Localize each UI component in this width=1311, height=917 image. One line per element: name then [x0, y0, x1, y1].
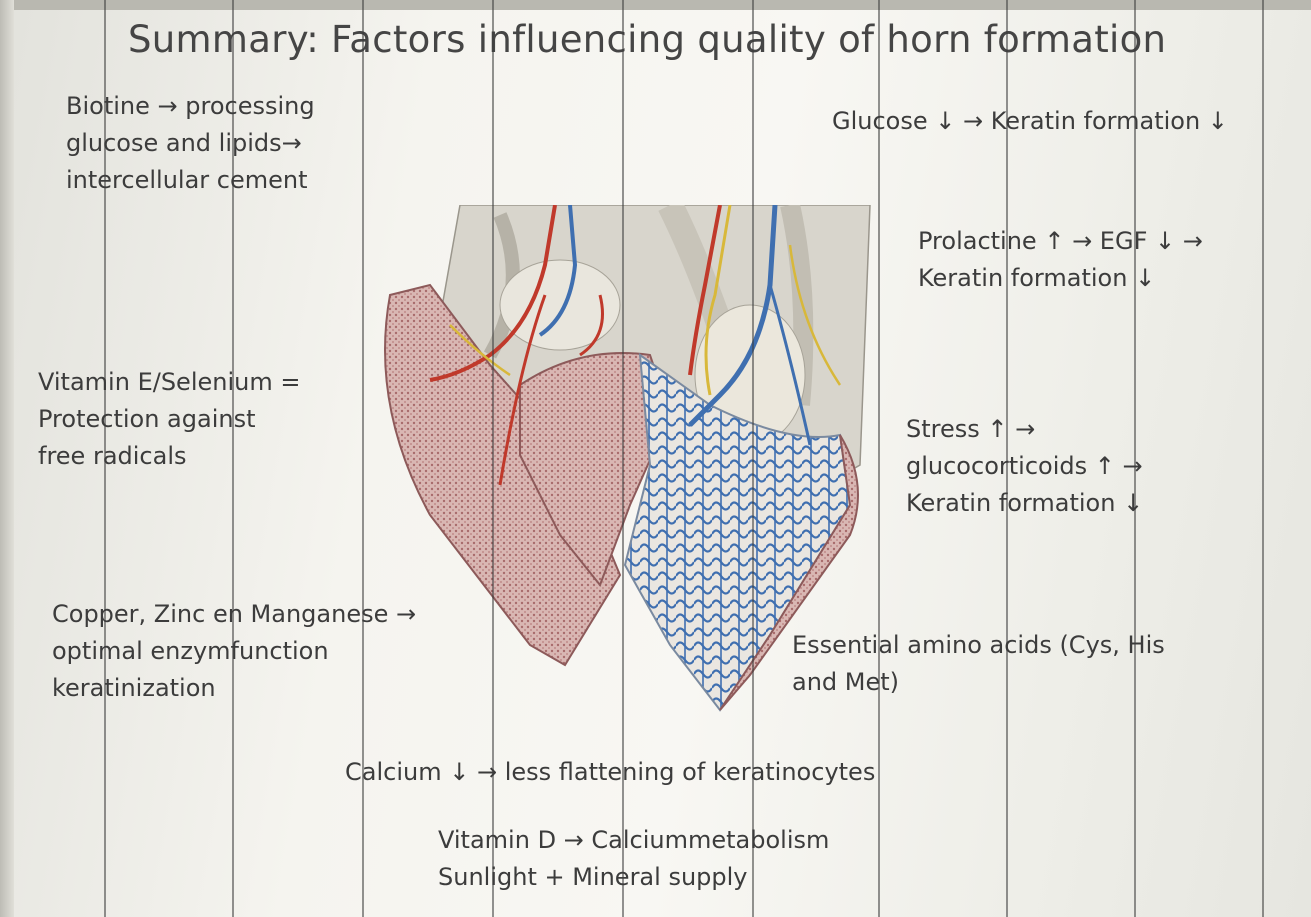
vitamin-e-note: Vitamin E/Selenium = Protection against … [38, 364, 300, 475]
blind-line [1262, 0, 1264, 917]
blind-line [622, 0, 624, 917]
vitamin-d-line-2: Sunlight + Mineral supply [438, 859, 829, 896]
blind-line [492, 0, 494, 917]
stress-line-1: Stress ↑ → [906, 411, 1143, 448]
calcium-line-1: Calcium ↓ → less flattening of keratinoc… [345, 754, 875, 791]
page-title: Summary: Factors influencing quality of … [128, 18, 1208, 61]
projector-left-shadow [0, 0, 14, 917]
prolactine-line-2: Keratin formation ↓ [918, 260, 1203, 297]
blind-line [104, 0, 106, 917]
vitamin-d-note: Vitamin D → Calciummetabolism Sunlight +… [438, 822, 829, 896]
amino-line-1: Essential amino acids (Cys, His [792, 627, 1165, 664]
prolactine-note: Prolactine ↑ → EGF ↓ → Keratin formation… [918, 223, 1203, 297]
blind-line [232, 0, 234, 917]
blind-line [1006, 0, 1008, 917]
glucose-note: Glucose ↓ → Keratin formation ↓ [832, 103, 1228, 140]
stress-line-3: Keratin formation ↓ [906, 485, 1143, 522]
blind-line [752, 0, 754, 917]
blind-line [878, 0, 880, 917]
blind-line [362, 0, 364, 917]
amino-line-2: and Met) [792, 664, 1165, 701]
vitamin-d-line-1: Vitamin D → Calciummetabolism [438, 822, 829, 859]
glucose-line-1: Glucose ↓ → Keratin formation ↓ [832, 103, 1228, 140]
prolactine-line-1: Prolactine ↑ → EGF ↓ → [918, 223, 1203, 260]
blind-line [1134, 0, 1136, 917]
projector-top-shadow [0, 0, 1311, 10]
vitamin-e-line-2: Protection against [38, 401, 300, 438]
vitamin-e-line-3: free radicals [38, 438, 300, 475]
calcium-note: Calcium ↓ → less flattening of keratinoc… [345, 754, 875, 791]
vitamin-e-line-1: Vitamin E/Selenium = [38, 364, 300, 401]
stress-line-2: glucocorticoids ↑ → [906, 448, 1143, 485]
amino-acids-note: Essential amino acids (Cys, His and Met) [792, 627, 1165, 701]
stress-note: Stress ↑ → glucocorticoids ↑ → Keratin f… [906, 411, 1143, 522]
